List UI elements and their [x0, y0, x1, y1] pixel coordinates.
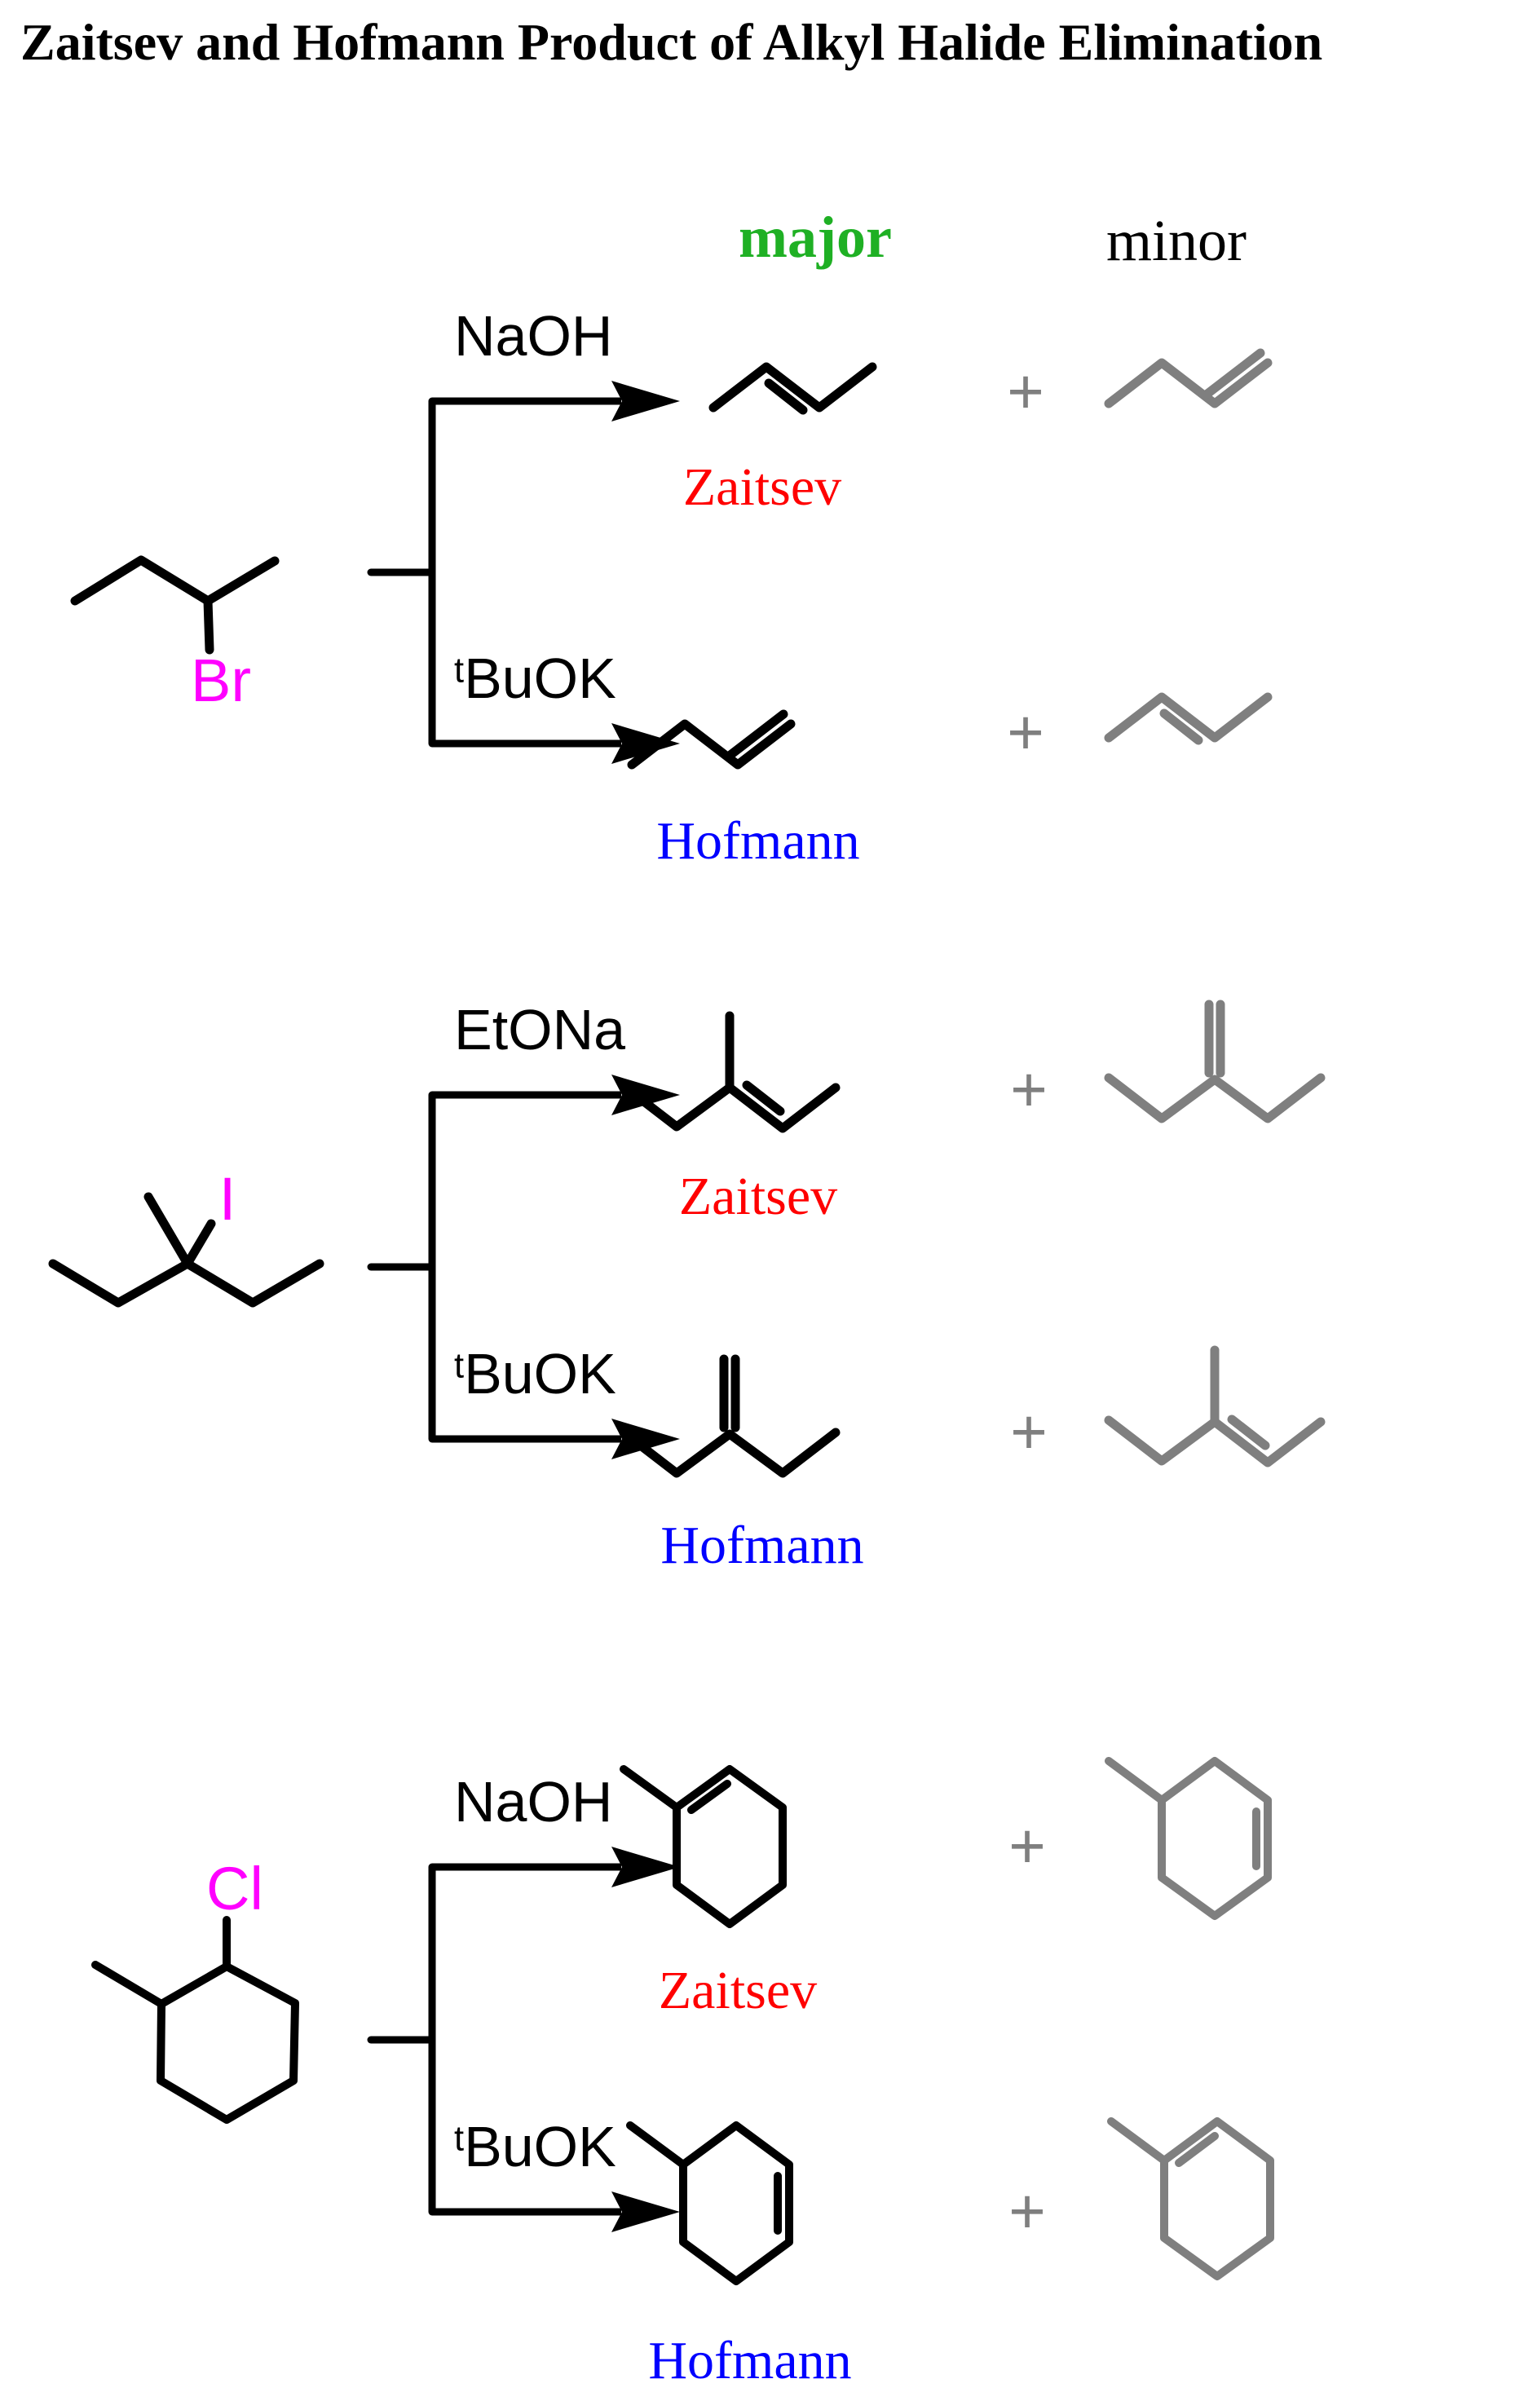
reagent-text: BuOK	[464, 647, 616, 710]
reagent-label-naoh-1: NaOH	[454, 307, 612, 364]
reaction-arrow-1-bottom	[432, 723, 680, 764]
reagent-superscript: t	[454, 1346, 465, 1386]
branch-tree-1	[367, 397, 436, 748]
halide-label-br: Br	[191, 647, 251, 714]
product-1-butene-minor	[1104, 348, 1273, 408]
pathway-label-zaitsev-1: Zaitsev	[682, 457, 842, 517]
plus-sign: +	[1010, 1396, 1048, 1468]
pathway-label-hofmann-3: Hofmann	[648, 2331, 852, 2390]
reaction-arrow-1-top	[432, 381, 680, 421]
substrate-1-chloro-2-methylcyclohexane	[91, 1916, 299, 2124]
halide-label-cl: Cl	[206, 1855, 263, 1922]
reagent-text: NaOH	[454, 304, 613, 368]
column-header-minor: minor	[1106, 208, 1247, 273]
pathway-label-hofmann-2: Hofmann	[660, 1516, 864, 1575]
reaction-arrow-3-bottom	[432, 2191, 680, 2232]
reagent-label-naoh-3: NaOH	[454, 1773, 612, 1830]
reagent-text: BuOK	[464, 1342, 616, 1406]
reagent-superscript: t	[454, 2119, 465, 2159]
product-3-methyl-2-pentene-minor	[1104, 1345, 1326, 1468]
product-4-methylcyclohexene-minor	[1105, 1757, 1272, 1920]
reagent-text: EtONa	[454, 998, 626, 1061]
product-1-methylcyclohexene-major	[620, 1765, 787, 1928]
product-2-ethyl-1-butene-major	[619, 1354, 841, 1478]
page-title: Zaitsev and Hofmann Product of Alkyl Hal…	[20, 13, 1323, 71]
reagent-label-tbuok-2: tBuOK	[454, 1345, 616, 1402]
reaction-arrow-2-bottom	[432, 1419, 680, 1459]
branch-tree-2	[367, 1091, 436, 1443]
plus-sign: +	[1007, 355, 1044, 427]
product-4-methylcyclohexene-major	[626, 2121, 793, 2285]
branch-tree-3	[367, 1863, 436, 2216]
reaction-arrow-3-top	[432, 1847, 680, 1887]
product-trans-2-butene-major	[708, 362, 877, 415]
product-1-butene-major	[627, 709, 796, 770]
reagent-label-tbuok-1: tBuOK	[454, 650, 616, 707]
column-header-major: major	[739, 205, 892, 270]
product-3-methyl-2-pentene-major	[619, 1011, 841, 1133]
product-2-ethyl-1-butene-minor	[1104, 1000, 1326, 1123]
reagent-superscript: t	[454, 651, 465, 691]
pathway-label-hofmann-1: Hofmann	[656, 811, 860, 871]
substrate-2-bromobutane	[70, 555, 280, 655]
reagent-label-tbuok-3: tBuOK	[454, 2118, 616, 2175]
reagent-text: NaOH	[454, 1770, 613, 1834]
pathway-label-zaitsev-2: Zaitsev	[678, 1167, 838, 1226]
plus-sign: +	[1007, 696, 1044, 768]
halide-label-i: I	[218, 1165, 236, 1233]
substrate-3-iodo-3-methylpentane	[48, 1192, 324, 1308]
pathway-label-zaitsev-3: Zaitsev	[658, 1961, 818, 2020]
product-trans-2-butene-minor	[1104, 692, 1273, 745]
plus-sign: +	[1008, 1810, 1046, 1882]
reagent-label-etona: EtONa	[454, 1001, 625, 1058]
reagent-text: BuOK	[464, 2115, 616, 2178]
plus-sign: +	[1010, 1053, 1048, 1125]
plus-sign: +	[1008, 2175, 1046, 2247]
reaction-arrow-2-top	[432, 1075, 680, 1115]
product-1-methylcyclohexene-minor	[1107, 2117, 1274, 2280]
